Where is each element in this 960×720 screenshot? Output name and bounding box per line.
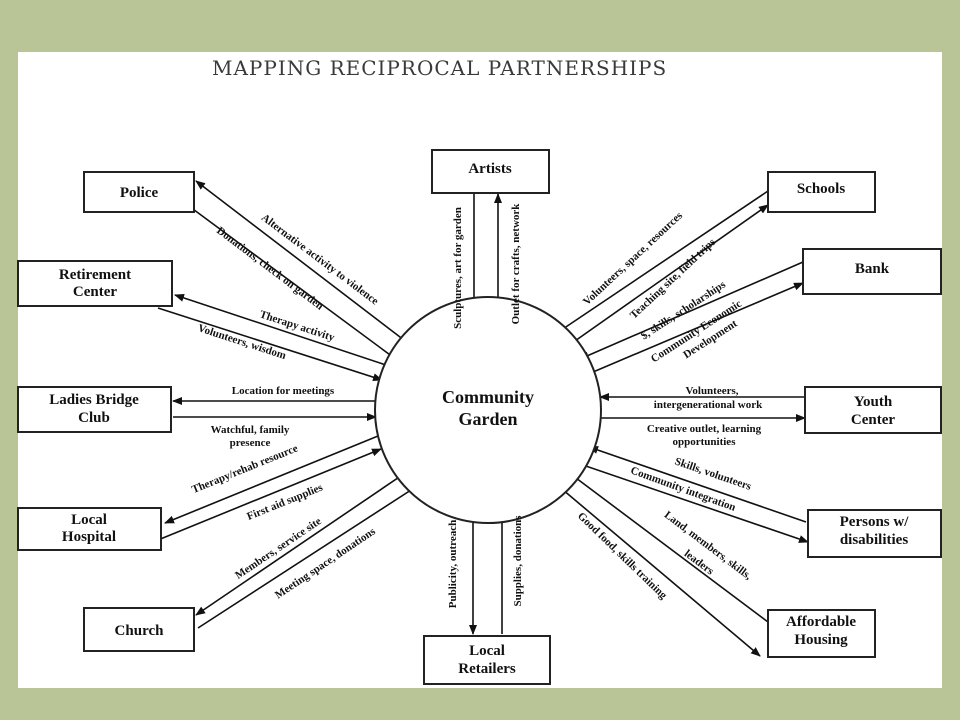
arrow-garden-to-hospital xyxy=(164,433,384,524)
node-church: Church xyxy=(83,607,195,652)
node-bank: Bank xyxy=(802,248,942,295)
church-label: Church xyxy=(115,623,165,639)
arrow-garden-to-bank xyxy=(585,282,804,376)
edge-youth-from-line2: intergenerational work xyxy=(654,399,763,411)
bank-label: Bank xyxy=(855,261,890,277)
node-affordable-housing: Affordable Housing xyxy=(767,609,876,658)
arrow-garden-to-schools xyxy=(564,204,769,349)
edge-retailers-from: Supplies, donations xyxy=(512,515,524,607)
retailers-label-line1: Local xyxy=(469,643,505,659)
node-police: Police xyxy=(83,171,195,213)
edge-bridge-from-line2: presence xyxy=(230,437,271,449)
retirement-label-line2: Center xyxy=(73,284,117,300)
arrow-garden-to-retirement xyxy=(174,294,390,367)
edge-retailers-to: Publicity, outreach xyxy=(447,520,459,608)
edge-youth-to-line1: Creative outlet, learning xyxy=(647,423,762,435)
arrow-garden-to-disabilities xyxy=(576,462,809,543)
police-label: Police xyxy=(120,185,159,201)
arrow-garden-to-church xyxy=(195,466,415,616)
node-persons-with-disabilities: Persons w/ disabilities xyxy=(807,509,942,558)
edge-bridge-to: Location for meetings xyxy=(232,385,335,397)
disabilities-label-line2: disabilities xyxy=(840,532,909,548)
arrow-retirement-to-garden xyxy=(157,307,383,382)
center-label-line1: Community xyxy=(442,387,534,407)
diagram-title: MAPPING RECIPROCAL PARTNERSHIPS xyxy=(212,56,667,80)
community-garden-node: Community Garden xyxy=(374,296,602,524)
housing-label-line2: Housing xyxy=(794,632,848,648)
youth-label-line2: Center xyxy=(851,412,895,428)
node-local-hospital: Local Hospital xyxy=(17,507,162,551)
arrow-garden-to-housing xyxy=(555,483,761,657)
arrow-schools-to-garden xyxy=(544,190,769,342)
retailers-label-line2: Retailers xyxy=(458,661,516,677)
node-ladies-bridge-club: Ladies Bridge Club xyxy=(17,386,172,433)
bridge-label-line2: Club xyxy=(78,410,110,426)
arrow-bank-to-garden xyxy=(579,261,804,360)
youth-label-line1: Youth xyxy=(854,394,893,410)
bridge-label-line1: Ladies Bridge xyxy=(49,392,139,408)
arrow-police-to-garden xyxy=(177,197,402,364)
node-local-retailers: Local Retailers xyxy=(423,635,551,685)
artists-label: Artists xyxy=(468,161,511,177)
disabilities-label-line1: Persons w/ xyxy=(840,514,910,530)
edge-schools-from: Volunteers, space, resources xyxy=(581,209,686,308)
node-retirement-center: Retirement Center xyxy=(17,260,173,307)
center-label-line2: Garden xyxy=(458,409,517,429)
edge-hospital-from: Therapy/rehab resource xyxy=(190,442,300,496)
edge-police-to: Alternative activity to violence xyxy=(259,212,381,308)
schools-label: Schools xyxy=(797,181,846,197)
node-artists: Artists xyxy=(431,149,550,194)
edge-housing-to: Good food, skills training xyxy=(575,510,669,602)
housing-label-line1: Affordable xyxy=(786,614,856,630)
retirement-label-line1: Retirement xyxy=(59,267,131,283)
arrow-housing-to-garden xyxy=(563,468,769,623)
edge-artists-from: Sculptures, art for garden xyxy=(452,207,464,329)
edge-youth-from-line1: Volunteers, xyxy=(685,385,738,397)
arrow-disabilities-to-garden xyxy=(588,446,807,523)
hospital-label-line1: Local xyxy=(71,512,107,528)
edge-bridge-from-line1: Watchful, family xyxy=(211,424,290,436)
arrow-garden-to-police xyxy=(195,180,418,351)
edge-youth-to-line2: opportunities xyxy=(673,436,737,448)
edge-artists-to: Outlet for crafts, network xyxy=(510,203,522,325)
hospital-label-line2: Hospital xyxy=(62,529,116,545)
arrow-church-to-garden xyxy=(197,478,429,629)
node-youth-center: Youth Center xyxy=(804,386,942,434)
node-schools: Schools xyxy=(767,171,876,213)
arrow-hospital-to-garden xyxy=(157,448,382,541)
